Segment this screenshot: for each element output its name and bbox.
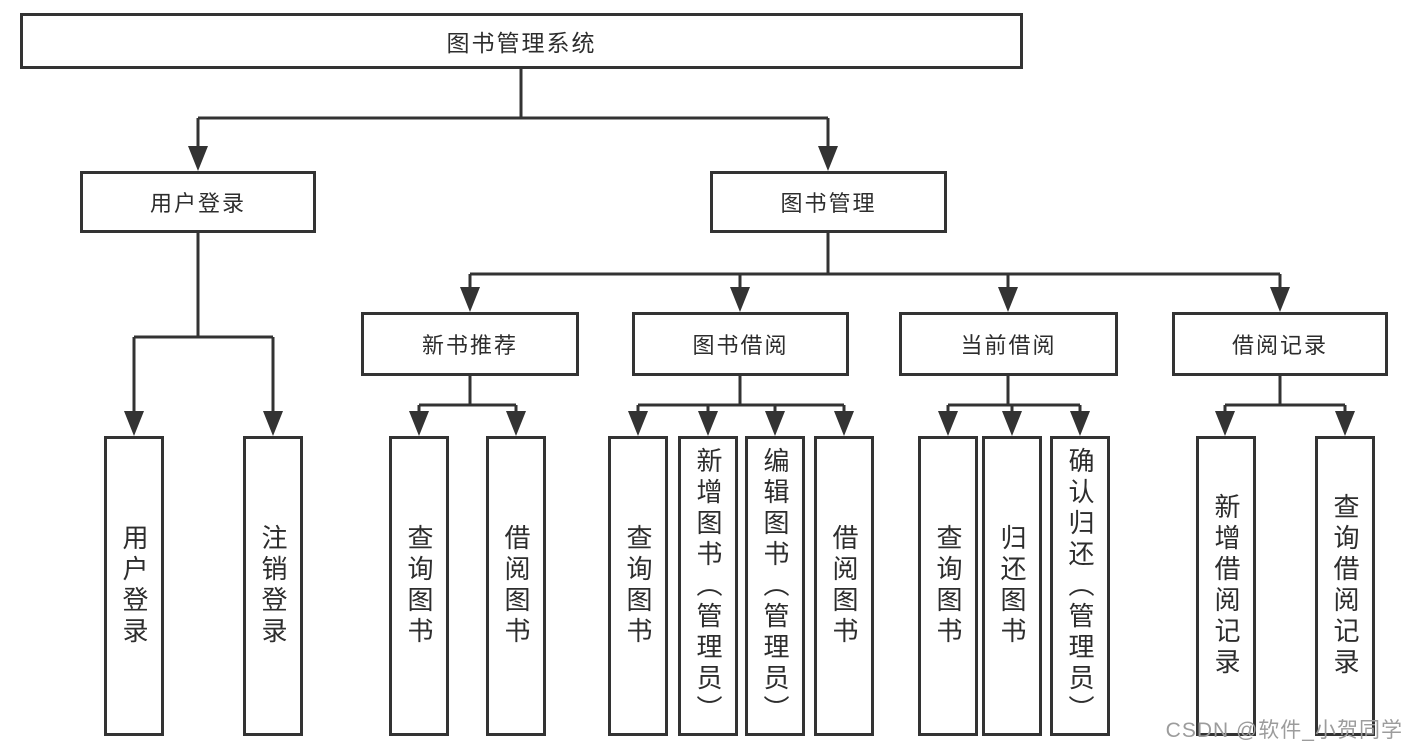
arrow-down-icon [460, 287, 480, 312]
leaf-borrowing-borrow-books: 借阅图书 [814, 436, 874, 736]
connector-paths [132, 69, 1347, 414]
arrow-down-icon [1002, 411, 1022, 436]
node-label: 注销登录 [258, 524, 288, 648]
node-label: 当前借阅 [960, 333, 1057, 358]
node-root-system: 图书管理系统 [20, 13, 1023, 69]
node-label: 归还图书 [997, 524, 1027, 648]
arrow-down-icon [1215, 411, 1235, 436]
node-label: 新增借阅记录 [1211, 493, 1241, 679]
node-label: 查询图书 [404, 524, 434, 648]
arrow-down-icon [1335, 411, 1355, 436]
leaf-recommend-borrow-books: 借阅图书 [486, 436, 546, 736]
node-label: 查询图书 [623, 524, 653, 648]
node-borrowing-records: 借阅记录 [1172, 312, 1388, 376]
node-label: 查询图书 [933, 524, 963, 648]
arrow-down-icon [263, 411, 283, 436]
node-new-book-recommend: 新书推荐 [361, 312, 579, 376]
arrowheads [124, 146, 1355, 436]
arrow-down-icon [818, 146, 838, 171]
node-label: 图书管理 [780, 191, 877, 216]
leaf-borrowing-add-books-admin: 新增图书（管理员） [678, 436, 738, 736]
node-label: 确认归还（管理员） [1065, 446, 1095, 726]
node-label: 用户登录 [119, 524, 149, 648]
leaf-records-query-record: 查询借阅记录 [1315, 436, 1375, 736]
leaf-borrowing-edit-books-admin: 编辑图书（管理员） [745, 436, 805, 736]
arrow-down-icon [124, 411, 144, 436]
leaf-records-add-record: 新增借阅记录 [1196, 436, 1256, 736]
node-label: 新增图书（管理员） [693, 446, 723, 726]
node-label: 图书管理系统 [446, 30, 597, 56]
csdn-watermark: CSDN @软件_小贺同学 [1165, 719, 1403, 742]
node-label: 用户登录 [149, 191, 246, 216]
leaf-current-return-books: 归还图书 [982, 436, 1042, 736]
arrow-down-icon [938, 411, 958, 436]
leaf-borrowing-query-books: 查询图书 [608, 436, 668, 736]
arrow-down-icon [188, 146, 208, 171]
arrow-down-icon [1070, 411, 1090, 436]
node-label: 查询借阅记录 [1330, 493, 1360, 679]
leaf-current-confirm-return-admin: 确认归还（管理员） [1050, 436, 1110, 736]
arrow-down-icon [730, 287, 750, 312]
arrow-down-icon [765, 411, 785, 436]
arrow-down-icon [506, 411, 526, 436]
node-label: 借阅图书 [501, 524, 531, 648]
arrow-down-icon [834, 411, 854, 436]
leaf-recommend-query-books: 查询图书 [389, 436, 449, 736]
node-label: 借阅图书 [829, 524, 859, 648]
node-label: 编辑图书（管理员） [760, 446, 790, 726]
arrow-down-icon [1270, 287, 1290, 312]
node-label: 图书借阅 [692, 333, 789, 358]
arrow-down-icon [698, 411, 718, 436]
leaf-user-login: 用户登录 [104, 436, 164, 736]
node-label: 借阅记录 [1231, 333, 1328, 358]
arrow-down-icon [998, 287, 1018, 312]
leaf-current-query-books: 查询图书 [918, 436, 978, 736]
leaf-logout: 注销登录 [243, 436, 303, 736]
arrow-down-icon [628, 411, 648, 436]
node-label: 新书推荐 [421, 333, 518, 358]
node-current-borrowing: 当前借阅 [899, 312, 1118, 376]
node-user-login: 用户登录 [80, 171, 316, 233]
node-book-management: 图书管理 [710, 171, 947, 233]
arrow-down-icon [409, 411, 429, 436]
node-book-borrowing: 图书借阅 [632, 312, 849, 376]
